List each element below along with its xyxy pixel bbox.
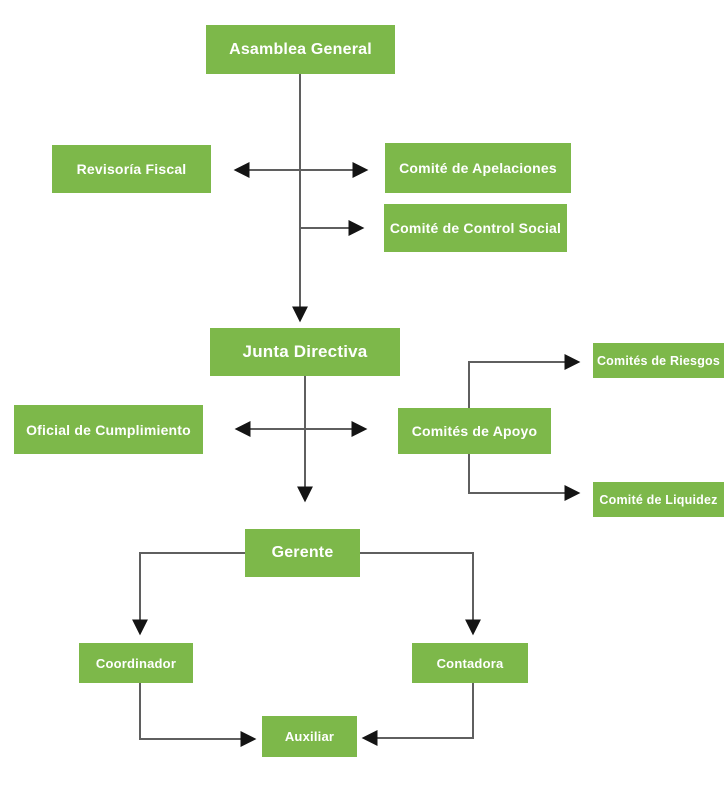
edge-apoyo-riesgos [468, 354, 581, 408]
node-junta-directiva: Junta Directiva [210, 328, 400, 376]
node-label: Contadora [436, 655, 504, 671]
node-comites-riesgos: Comités de Riesgos [593, 343, 724, 378]
node-label: Comité de Control Social [389, 220, 562, 236]
node-gerente: Gerente [245, 529, 360, 577]
edge-apoyo-liquidez [468, 454, 581, 501]
node-asamblea-general: Asamblea General [206, 25, 395, 74]
node-label: Comité de Liquidez [599, 492, 718, 507]
node-label: Comités de Apoyo [411, 423, 538, 439]
node-comites-apoyo: Comités de Apoyo [398, 408, 551, 454]
node-label: Junta Directiva [242, 342, 368, 361]
edge-contadora-auxiliar [361, 683, 474, 746]
node-label: Coordinador [95, 655, 177, 671]
node-revisoria-fiscal: Revisoría Fiscal [52, 145, 211, 193]
node-label: Comités de Riesgos [596, 353, 721, 368]
node-label: Oficial de Cumplimiento [26, 421, 191, 438]
edge-coordinador-auxiliar [139, 683, 257, 747]
node-coordinador: Coordinador [79, 643, 193, 683]
node-label: Auxiliar [284, 729, 335, 744]
edge-gerente-coordinador [132, 552, 245, 636]
node-label: Comité de Apelaciones [399, 160, 557, 176]
node-label: Asamblea General [229, 40, 372, 58]
node-auxiliar: Auxiliar [262, 716, 357, 757]
node-comite-apelaciones: Comité de Apelaciones [385, 143, 571, 193]
node-label: Revisoría Fiscal [76, 161, 187, 177]
node-oficial-cumplimiento: Oficial de Cumplimiento [14, 405, 203, 454]
edge-gerente-contadora [360, 552, 481, 636]
node-label: Gerente [271, 544, 334, 561]
node-comite-liquidez: Comité de Liquidez [593, 482, 724, 517]
node-comite-control-social: Comité de Control Social [384, 204, 567, 252]
node-contadora: Contadora [412, 643, 528, 683]
